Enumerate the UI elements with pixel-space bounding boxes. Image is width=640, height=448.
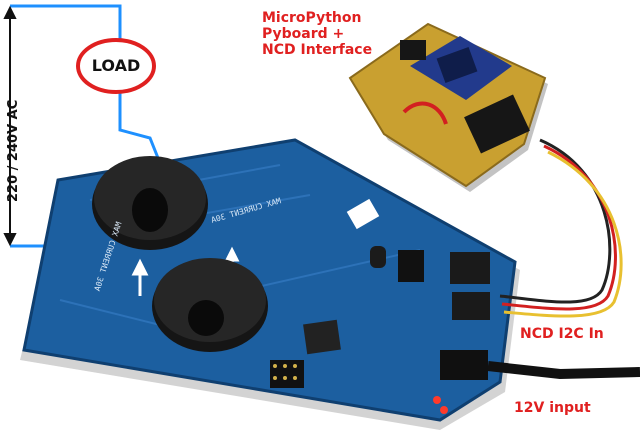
wire-load-down — [118, 92, 164, 169]
load-circle — [76, 38, 156, 94]
status-led — [433, 396, 441, 404]
logo-block — [346, 198, 380, 230]
microcontroller-chip — [303, 319, 341, 355]
voltage-arrow — [3, 5, 17, 247]
pyboard-module — [348, 22, 548, 192]
wire-top — [10, 4, 122, 46]
load-label: LOAD — [91, 56, 141, 75]
i2c-connector-2 — [452, 292, 490, 320]
i2c-input-label: NCD I2C In — [520, 326, 604, 342]
current-transformer-2 — [152, 258, 268, 352]
power-jack — [440, 350, 488, 380]
power-input-label: 12V input — [514, 400, 591, 416]
pyboard-label-line-2: Pyboard + — [262, 26, 345, 43]
power-cable — [487, 361, 640, 380]
pyboard-label-line-1: MicroPython — [262, 10, 362, 26]
pyboard-chip — [436, 46, 478, 84]
pyboard-connector-2 — [400, 40, 426, 60]
i2c-connector — [450, 252, 490, 284]
pyboard-label-line-3: NCD Interface — [262, 42, 373, 59]
current-transformer-1 — [92, 156, 208, 250]
pyboard-connector — [464, 94, 530, 154]
i2c-cable — [499, 138, 623, 318]
connector-header — [398, 250, 424, 282]
status-led — [440, 406, 448, 414]
capacitor — [370, 246, 386, 268]
pyboard-label: MicroPython Pyboard + NCD Interface — [262, 10, 372, 58]
voltage-label: 220 / 240V AC — [6, 99, 21, 202]
